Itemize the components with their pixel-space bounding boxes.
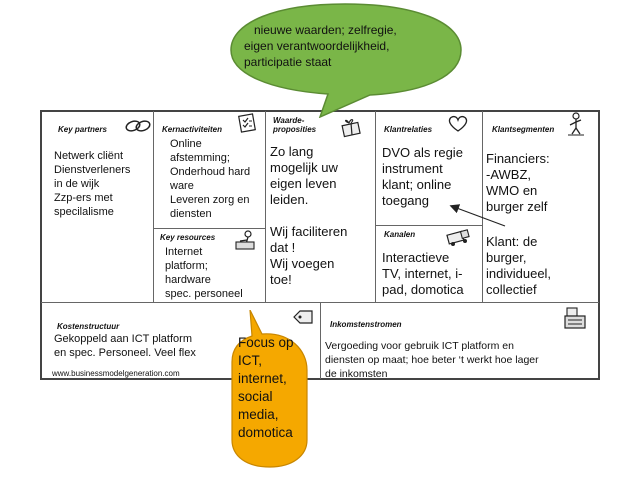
checklist-icon xyxy=(238,113,256,133)
value-propositions-text: Zo lang mogelijk uw eigen leven leiden. … xyxy=(270,144,347,288)
focus-line: social xyxy=(238,389,273,404)
focus-bubble xyxy=(231,310,308,468)
person-icon xyxy=(568,112,584,136)
header-value-propositions: Waarde- proposities xyxy=(273,116,316,134)
value-prop-line: Wij voegen xyxy=(270,256,335,271)
customer-seg-line: burger, xyxy=(486,250,527,265)
heart-icon xyxy=(448,115,468,132)
focus-line: internet, xyxy=(238,371,287,386)
key-resources-line: spec. personeel xyxy=(165,288,243,300)
key-resources-line: hardware xyxy=(165,274,211,286)
divider-partners-activities xyxy=(153,111,154,302)
key-partners-text: Netwerk cliënt Dienstverleners in de wij… xyxy=(54,149,130,219)
speech-bubble-line: nieuwe waarden; zelfregie, xyxy=(254,23,397,37)
key-partners-line: in de wijk xyxy=(54,178,100,190)
value-prop-line: dat ! xyxy=(270,240,296,255)
header-key-activities: Kernactiviteiten xyxy=(162,125,223,134)
key-activities-line: diensten xyxy=(170,208,212,220)
customer-seg-line: -AWBZ, xyxy=(486,167,532,182)
key-partners-line: Zzp-ers met xyxy=(54,192,113,204)
key-activities-line: Leveren zorg en xyxy=(170,194,250,206)
key-resources-line: Internet xyxy=(165,246,203,258)
customer-rel-line: instrument xyxy=(382,161,443,176)
header-value-line-1: Waarde- xyxy=(273,116,305,125)
divider-relations-channels xyxy=(375,225,482,226)
key-activities-line: afstemming; xyxy=(170,152,230,164)
header-key-resources: Key resources xyxy=(160,233,216,242)
customer-rel-line: klant; online xyxy=(382,177,452,192)
speech-bubble xyxy=(230,3,462,118)
key-partners-line: specilalisme xyxy=(54,206,114,218)
arrow-annotation xyxy=(449,204,506,227)
header-revenue-streams: Inkomstenstromen xyxy=(330,320,402,329)
focus-bubble-text: Focus op ICT, internet, social media, do… xyxy=(238,334,294,442)
truck-icon xyxy=(446,229,470,246)
customer-seg-line: individueel, xyxy=(486,266,552,281)
price-tag-icon xyxy=(293,310,313,324)
channels-line: Interactieve xyxy=(382,250,450,265)
customer-seg-line: WMO en xyxy=(486,183,538,198)
customer-seg-line: collectief xyxy=(486,282,537,297)
customer-segments-text-1: Financiers: -AWBZ, WMO en burger zelf xyxy=(486,151,550,215)
revenue-line: de inkomsten xyxy=(325,368,388,380)
value-prop-line: leiden. xyxy=(270,192,309,207)
channels-text: Interactieve TV, internet, i- pad, domot… xyxy=(382,250,464,298)
customer-seg-line: burger zelf xyxy=(486,199,548,214)
gift-icon xyxy=(341,119,361,138)
key-partners-line: Netwerk cliënt xyxy=(54,150,124,162)
cost-line: Gekoppeld aan ICT platform xyxy=(54,333,192,345)
value-prop-line: mogelijk uw xyxy=(270,160,338,175)
value-prop-line: Wij faciliteren xyxy=(270,224,348,239)
divider-activities-value xyxy=(265,111,266,302)
source-url: www.businessmodelgeneration.com xyxy=(52,369,180,378)
header-channels: Kanalen xyxy=(384,230,416,239)
key-activities-line: Online xyxy=(170,138,202,150)
customer-seg-line: Financiers: xyxy=(486,151,550,166)
revenue-line: diensten op maat; hoe beter ‘t werkt hoe… xyxy=(325,354,539,366)
value-prop-line: Zo lang xyxy=(270,144,314,159)
key-resources-text: Internet platform; hardware spec. person… xyxy=(165,245,243,301)
value-prop-line xyxy=(270,208,347,224)
customer-relationships-text: DVO als regie instrument klant; online t… xyxy=(382,145,463,209)
header-value-line-2: proposities xyxy=(273,125,317,134)
focus-line: Focus op xyxy=(238,335,294,350)
revenue-streams-text: Vergoeding voor gebruik ICT platform en … xyxy=(325,339,539,381)
divider-cost-revenue xyxy=(320,302,321,379)
customer-seg-line: Klant: de xyxy=(486,234,538,249)
focus-line: media, xyxy=(238,407,279,422)
header-key-partners: Key partners xyxy=(58,125,107,134)
value-prop-line: eigen leven xyxy=(270,176,337,191)
cost-line: en spec. Personeel. Veel flex xyxy=(54,347,196,359)
customer-segments-text-2: Klant: de burger, individueel, collectie… xyxy=(486,234,551,298)
revenue-line: Vergoeding voor gebruik ICT platform en xyxy=(325,340,514,352)
key-activities-line: Onderhoud hard xyxy=(170,166,251,178)
divider-activities-resources xyxy=(153,228,265,229)
cash-register-icon xyxy=(564,307,586,329)
speech-bubble-line: eigen verantwoordelijkheid, xyxy=(244,39,390,53)
header-customer-relationships: Klantrelaties xyxy=(384,125,433,134)
cost-structure-text: Gekoppeld aan ICT platform en spec. Pers… xyxy=(54,332,196,360)
channels-line: pad, domotica xyxy=(382,282,464,297)
key-resources-line: platform; xyxy=(165,260,208,272)
divider-value-relations xyxy=(375,111,376,302)
header-customer-segments: Klantsegmenten xyxy=(492,125,555,134)
channels-line: TV, internet, i- xyxy=(382,266,463,281)
customer-rel-line: DVO als regie xyxy=(382,145,463,160)
divider-relations-segments xyxy=(482,111,483,302)
factory-worker-icon xyxy=(235,230,255,250)
customer-rel-line: toegang xyxy=(382,193,429,208)
key-activities-line: ware xyxy=(170,180,194,192)
chain-link-icon xyxy=(125,120,151,132)
speech-bubble-text: nieuwe waarden; zelfregie, eigen verantw… xyxy=(244,22,397,70)
value-prop-line: toe! xyxy=(270,272,292,287)
focus-line: ICT, xyxy=(238,353,263,368)
focus-line: domotica xyxy=(238,425,293,440)
speech-bubble-line: participatie staat xyxy=(244,55,332,69)
key-activities-text: Online afstemming; Onderhoud hard ware L… xyxy=(170,137,250,221)
key-partners-line: Dienstverleners xyxy=(54,164,131,176)
header-cost-structure: Kostenstructuur xyxy=(57,322,120,331)
